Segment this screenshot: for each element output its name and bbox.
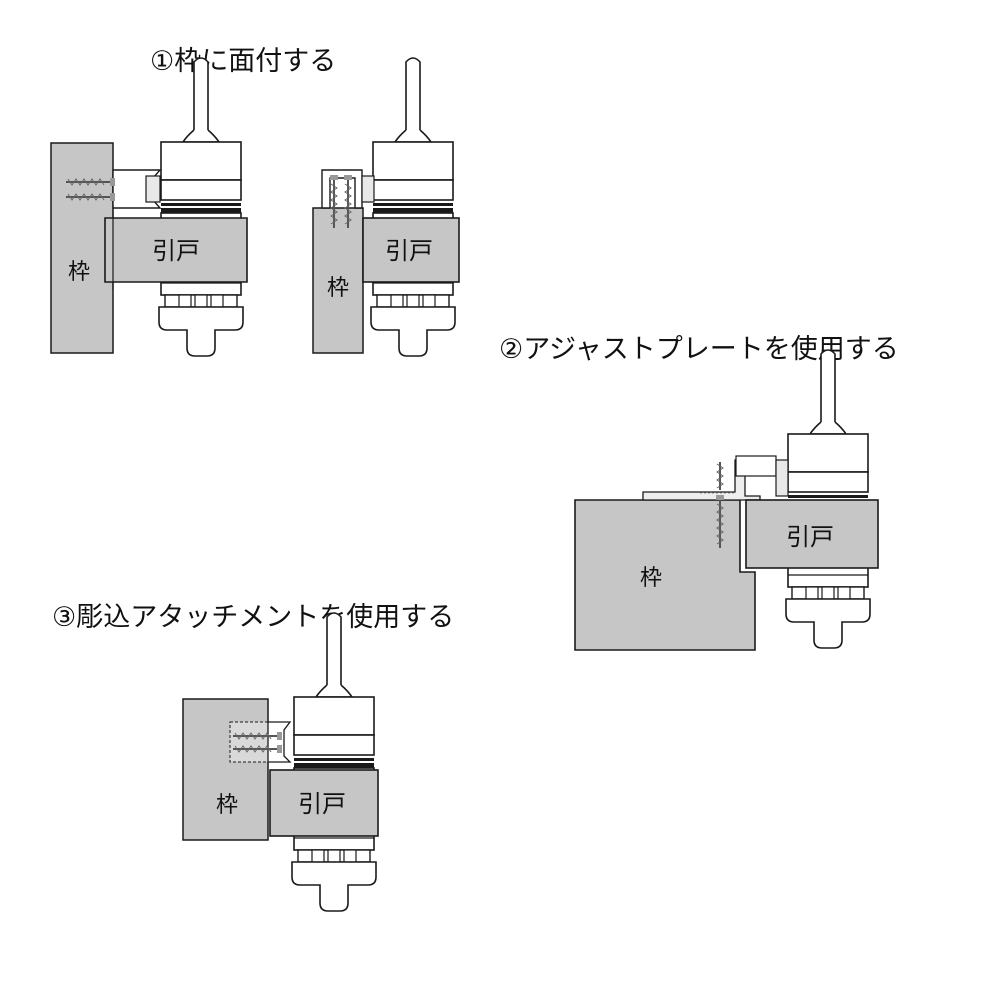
frame-panel [574,499,756,651]
frame-panel [312,207,364,354]
sliding-door-label: 引戸 [298,790,346,818]
caption-method-3: ③彫込アタッチメントを使用する [52,602,455,633]
frame-label: 枠 [640,566,662,591]
caption-method-1: ①枠に面付する [150,46,337,77]
figure-1a: 枠 引戸 [50,57,248,357]
frame-label: 枠 [327,276,349,301]
frame-label: 枠 [68,260,90,285]
figure-2: 枠 引戸 [574,349,879,651]
sliding-door-label: 引戸 [152,237,200,265]
frame-label: 枠 [216,793,238,818]
door-panel [362,217,460,283]
sliding-door-label: 引戸 [786,523,834,551]
door-panel [269,769,379,837]
door-panel [745,499,879,569]
frame-panel [50,142,114,354]
sliding-door-label: 引戸 [385,237,433,265]
frame-panel [182,698,269,841]
door-panel [104,217,248,283]
figure-1b: 枠 引戸 [312,57,460,357]
figure-3: 枠 引戸 [182,612,379,912]
